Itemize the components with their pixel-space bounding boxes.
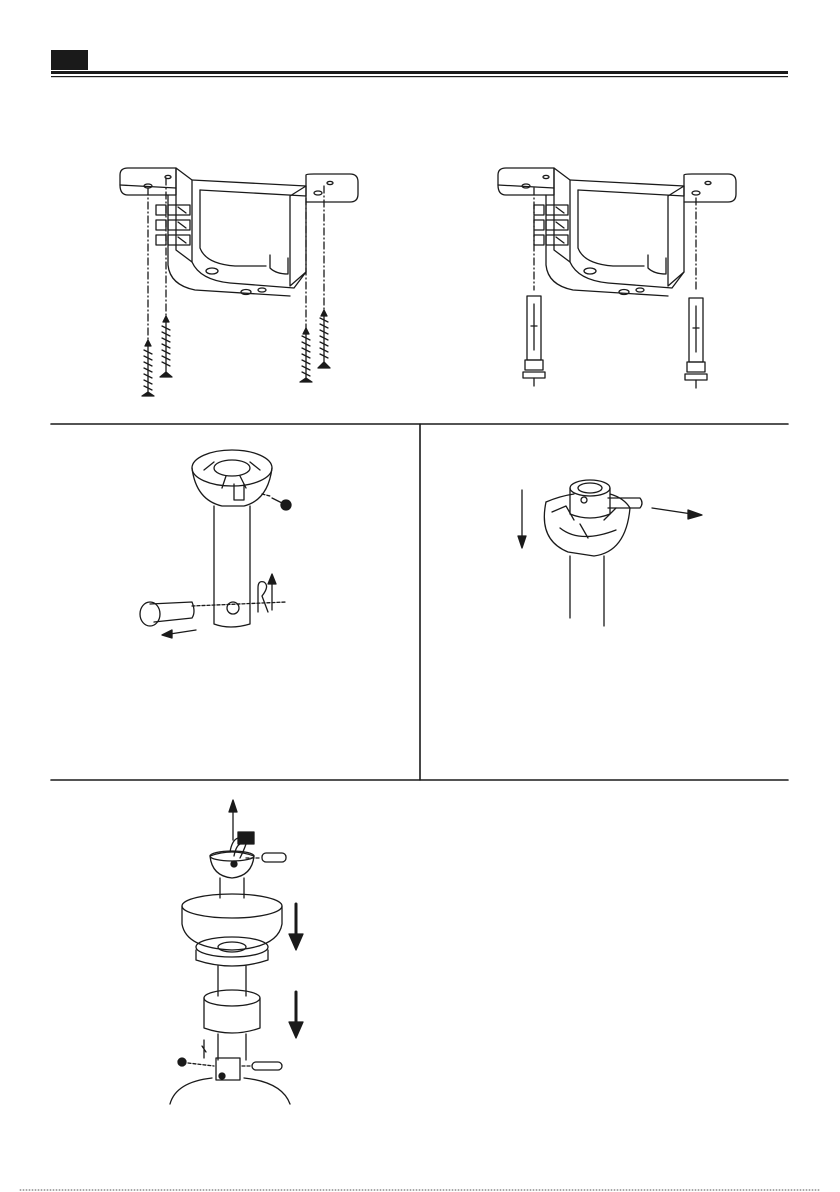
screw-guide-lines [148, 178, 324, 345]
wires-up-arrow [229, 800, 237, 840]
cover-down-arrow [289, 992, 303, 1038]
expansion-bolt-1 [523, 296, 545, 386]
downrod-insertion-figure [518, 480, 702, 626]
canopy-assembly-figure [170, 800, 303, 1104]
terminal-block-2 [534, 205, 568, 245]
panel-dividers [51, 424, 788, 780]
coupling-cover [204, 990, 260, 1033]
clevis-pin [140, 602, 286, 626]
canopy [182, 894, 282, 966]
downrod-disassembly-figure [140, 450, 291, 638]
hairpin-clip [258, 582, 268, 612]
right-arrow [652, 508, 702, 519]
wood-screw-1 [142, 340, 154, 396]
wood-screw-2 [160, 316, 172, 377]
header-rule-thin [51, 76, 788, 77]
header [51, 50, 788, 77]
wood-screw-3 [300, 328, 312, 382]
canopy-down-arrow [289, 904, 303, 950]
down-arrow [518, 490, 526, 548]
expansion-bolt-2 [685, 298, 707, 388]
bracket-right-wall [290, 186, 306, 286]
set-screw [262, 494, 291, 510]
bracket-right-flange [306, 174, 358, 202]
bracket-wood-screws-figure [120, 168, 358, 396]
bracket-expansion-bolts-figure [498, 168, 736, 388]
collar-pin [242, 1062, 282, 1070]
crossbar [608, 498, 642, 508]
bracket-left-flange-2 [498, 168, 554, 195]
left-arrow [162, 630, 196, 638]
collar-set-screw [178, 1040, 214, 1066]
header-rule-thick [51, 71, 788, 74]
downrod-pipe-2 [570, 556, 604, 626]
downrod-pipe [214, 506, 250, 627]
motor-collar [170, 1058, 290, 1104]
downrod-ball-top [192, 450, 272, 486]
downrod-pipe-3 [218, 966, 246, 996]
up-arrow [268, 574, 276, 610]
section-badge [51, 50, 88, 70]
bracket-back-plate [192, 180, 306, 196]
wood-screw-4 [318, 310, 330, 368]
terminal-block [156, 205, 190, 245]
